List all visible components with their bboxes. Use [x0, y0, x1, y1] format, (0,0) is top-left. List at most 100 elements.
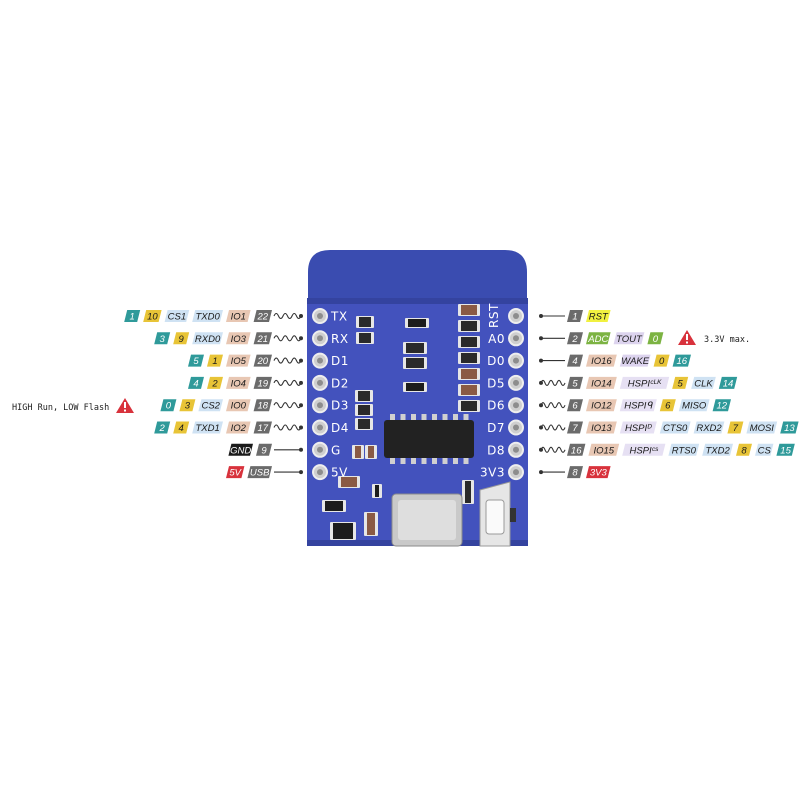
svg-text:HSPIᶜˢ: HSPIᶜˢ — [629, 445, 659, 456]
svg-text:0: 0 — [659, 356, 665, 367]
pin-label-left: G — [331, 443, 341, 457]
pin-function-tag: IO2 — [226, 421, 251, 434]
smd-part — [355, 390, 373, 402]
pin-function-tag: 5V — [226, 466, 245, 479]
svg-text:ADC: ADC — [587, 334, 608, 345]
svg-text:17: 17 — [258, 423, 269, 434]
pin-function-tag: 6 — [567, 399, 583, 412]
left-note-text: HIGH Run, LOW Flash — [12, 403, 109, 413]
smd-part — [356, 316, 374, 328]
chip-leg — [421, 458, 427, 464]
svg-text:IO12: IO12 — [591, 401, 612, 412]
board-antenna-top — [308, 250, 527, 300]
pin-function-tag: 9 — [173, 332, 190, 345]
smd-part — [330, 522, 356, 540]
esp-chip — [384, 420, 474, 458]
pin-function-tag: 3V3 — [586, 466, 611, 479]
pin-function-tag: 7 — [567, 421, 583, 434]
pin-function-tag: IO0 — [226, 399, 251, 412]
chip-leg — [432, 458, 437, 464]
pin-function-tag: 22 — [253, 310, 272, 323]
smd-part — [338, 476, 360, 488]
svg-text:WAKE: WAKE — [621, 356, 649, 367]
smd-part — [372, 484, 382, 498]
pin-function-tag: CTS0 — [659, 421, 691, 434]
svg-text:MOSI: MOSI — [750, 423, 775, 434]
pin-function-tag: CS — [755, 443, 774, 456]
chip-leg — [400, 458, 406, 464]
pin-function-tag: TOUT — [613, 332, 645, 345]
pin-function-tag: 5 — [672, 376, 689, 389]
svg-text:TXD0: TXD0 — [195, 312, 220, 323]
svg-text:0: 0 — [653, 334, 659, 345]
svg-text:RTS0: RTS0 — [672, 445, 697, 456]
svg-text:IO13: IO13 — [591, 423, 612, 434]
pin-function-tag: CLK — [691, 376, 716, 389]
pin-function-tag: IO4 — [226, 376, 251, 389]
svg-text:2: 2 — [571, 334, 578, 345]
svg-text:TOUT: TOUT — [616, 334, 643, 345]
smd-part — [462, 480, 474, 504]
pin-function-tag: 19 — [253, 376, 272, 389]
pin-function-tag: 16 — [672, 354, 691, 367]
pin-function-tag: 16 — [567, 443, 586, 456]
pin-function-tag: HSPIᑫ — [619, 399, 657, 412]
chip-leg — [442, 414, 448, 420]
svg-text:1: 1 — [130, 312, 135, 323]
svg-text:18: 18 — [258, 401, 269, 412]
pin-function-tag: 4 — [567, 354, 583, 367]
pin-hole — [317, 379, 323, 386]
pin-function-tag: 10 — [143, 310, 162, 323]
svg-text:21: 21 — [257, 334, 269, 345]
pin-function-tag: 0 — [647, 332, 664, 345]
right-row: 4 IO16 WAKE 0 16 — [539, 354, 691, 367]
svg-text:CLK: CLK — [694, 378, 713, 389]
svg-text:TXD2: TXD2 — [705, 445, 730, 456]
svg-text:IO5: IO5 — [231, 356, 247, 367]
svg-text:CS: CS — [758, 445, 772, 456]
chip-leg — [432, 414, 437, 420]
chip-leg — [390, 458, 395, 464]
smd-part — [355, 418, 373, 430]
pin-function-tag: IO13 — [586, 421, 617, 434]
pin-function-tag: 3 — [179, 399, 196, 412]
svg-text:5: 5 — [193, 356, 199, 367]
svg-text:6: 6 — [572, 401, 578, 412]
reset-button[interactable] — [485, 499, 505, 535]
pin-hole — [317, 313, 323, 319]
smd-part — [365, 445, 377, 459]
svg-text:9: 9 — [261, 445, 267, 456]
pin-function-tag: HSPIᶜˢ — [622, 443, 666, 456]
svg-text:16: 16 — [677, 356, 688, 367]
svg-text:IO16: IO16 — [591, 356, 612, 367]
svg-text:20: 20 — [257, 356, 269, 367]
pin-function-tag: IO16 — [586, 354, 617, 367]
svg-text:8: 8 — [572, 468, 578, 479]
board-shading — [307, 298, 528, 304]
svg-text:MISO: MISO — [682, 401, 707, 412]
svg-text:CTS0: CTS0 — [663, 423, 688, 434]
pin-function-tag: IO1 — [226, 310, 251, 323]
board: RST — [307, 250, 528, 547]
smd-part — [355, 404, 373, 416]
pin-label-right: D6 — [487, 399, 505, 413]
svg-text:HSPIᑫ: HSPIᑫ — [624, 401, 653, 412]
svg-text:USB: USB — [250, 468, 270, 479]
pin-hole — [317, 446, 323, 453]
smd-components — [322, 304, 480, 540]
pin-function-tag: RXD0 — [192, 332, 223, 345]
chip-leg — [411, 458, 416, 464]
svg-text:3: 3 — [185, 401, 191, 412]
svg-text:RST: RST — [589, 312, 609, 323]
svg-text:10: 10 — [147, 312, 158, 323]
pin-function-tag: 12 — [712, 399, 731, 412]
pin-label-right: D8 — [487, 443, 505, 457]
svg-text:RXD2: RXD2 — [696, 423, 722, 434]
pin-function-tag: 1 — [567, 310, 583, 323]
smd-part — [458, 384, 480, 396]
chip-leg — [453, 458, 458, 464]
